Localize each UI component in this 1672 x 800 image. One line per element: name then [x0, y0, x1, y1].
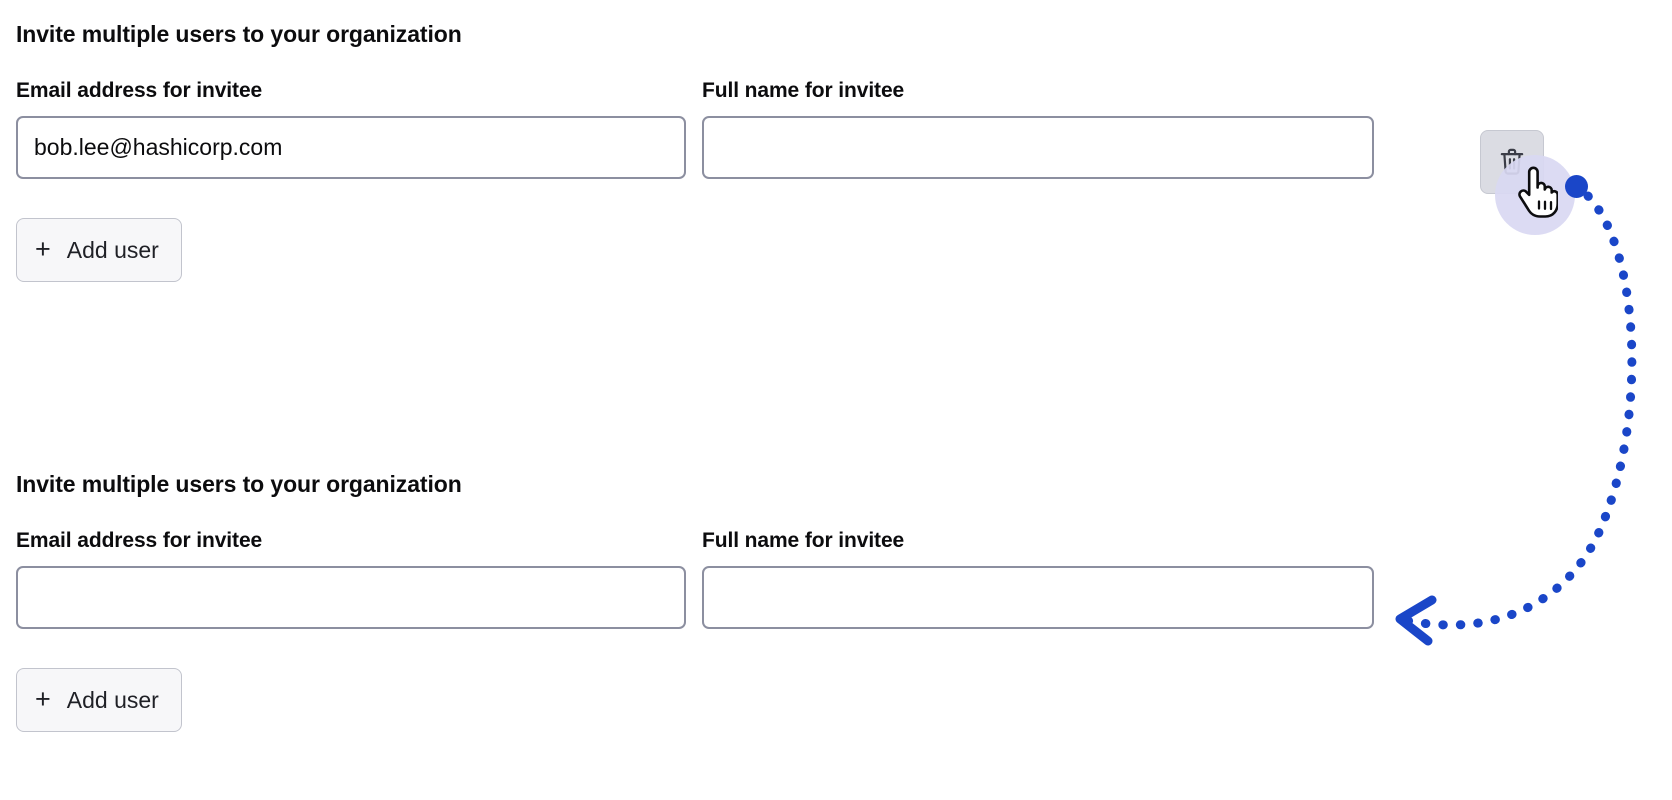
plus-icon: + [35, 233, 51, 264]
plus-icon-2: + [35, 683, 51, 714]
add-user-label-2: Add user [66, 686, 159, 713]
trash-icon [1498, 147, 1526, 177]
email-input-2[interactable] [16, 566, 686, 629]
add-user-button[interactable]: + Add user [16, 218, 182, 282]
invitee-row: Email address for invitee Full name for … [0, 78, 1672, 198]
invitee-row-2: Email address for invitee Full name for … [0, 528, 1672, 648]
page-title: Invite multiple users to your organizati… [16, 21, 462, 47]
email-input[interactable] [16, 116, 686, 179]
fullname-input-2[interactable] [702, 566, 1374, 629]
delete-invitee-button[interactable] [1480, 130, 1544, 194]
fullname-field-group-2: Full name for invitee [702, 528, 1374, 629]
fullname-field-group: Full name for invitee [702, 78, 1374, 179]
fullname-field-label: Full name for invitee [702, 79, 905, 102]
email-field-label-2: Email address for invitee [16, 529, 263, 552]
fullname-input[interactable] [702, 116, 1374, 179]
email-field-group: Email address for invitee [16, 78, 686, 179]
email-field-label: Email address for invitee [16, 79, 263, 102]
add-user-label: Add user [66, 236, 159, 263]
fullname-field-label-2: Full name for invitee [702, 529, 905, 552]
add-user-button-2[interactable]: + Add user [16, 668, 182, 732]
page-title-2: Invite multiple users to your organizati… [16, 471, 462, 497]
email-field-group-2: Email address for invitee [16, 528, 686, 629]
